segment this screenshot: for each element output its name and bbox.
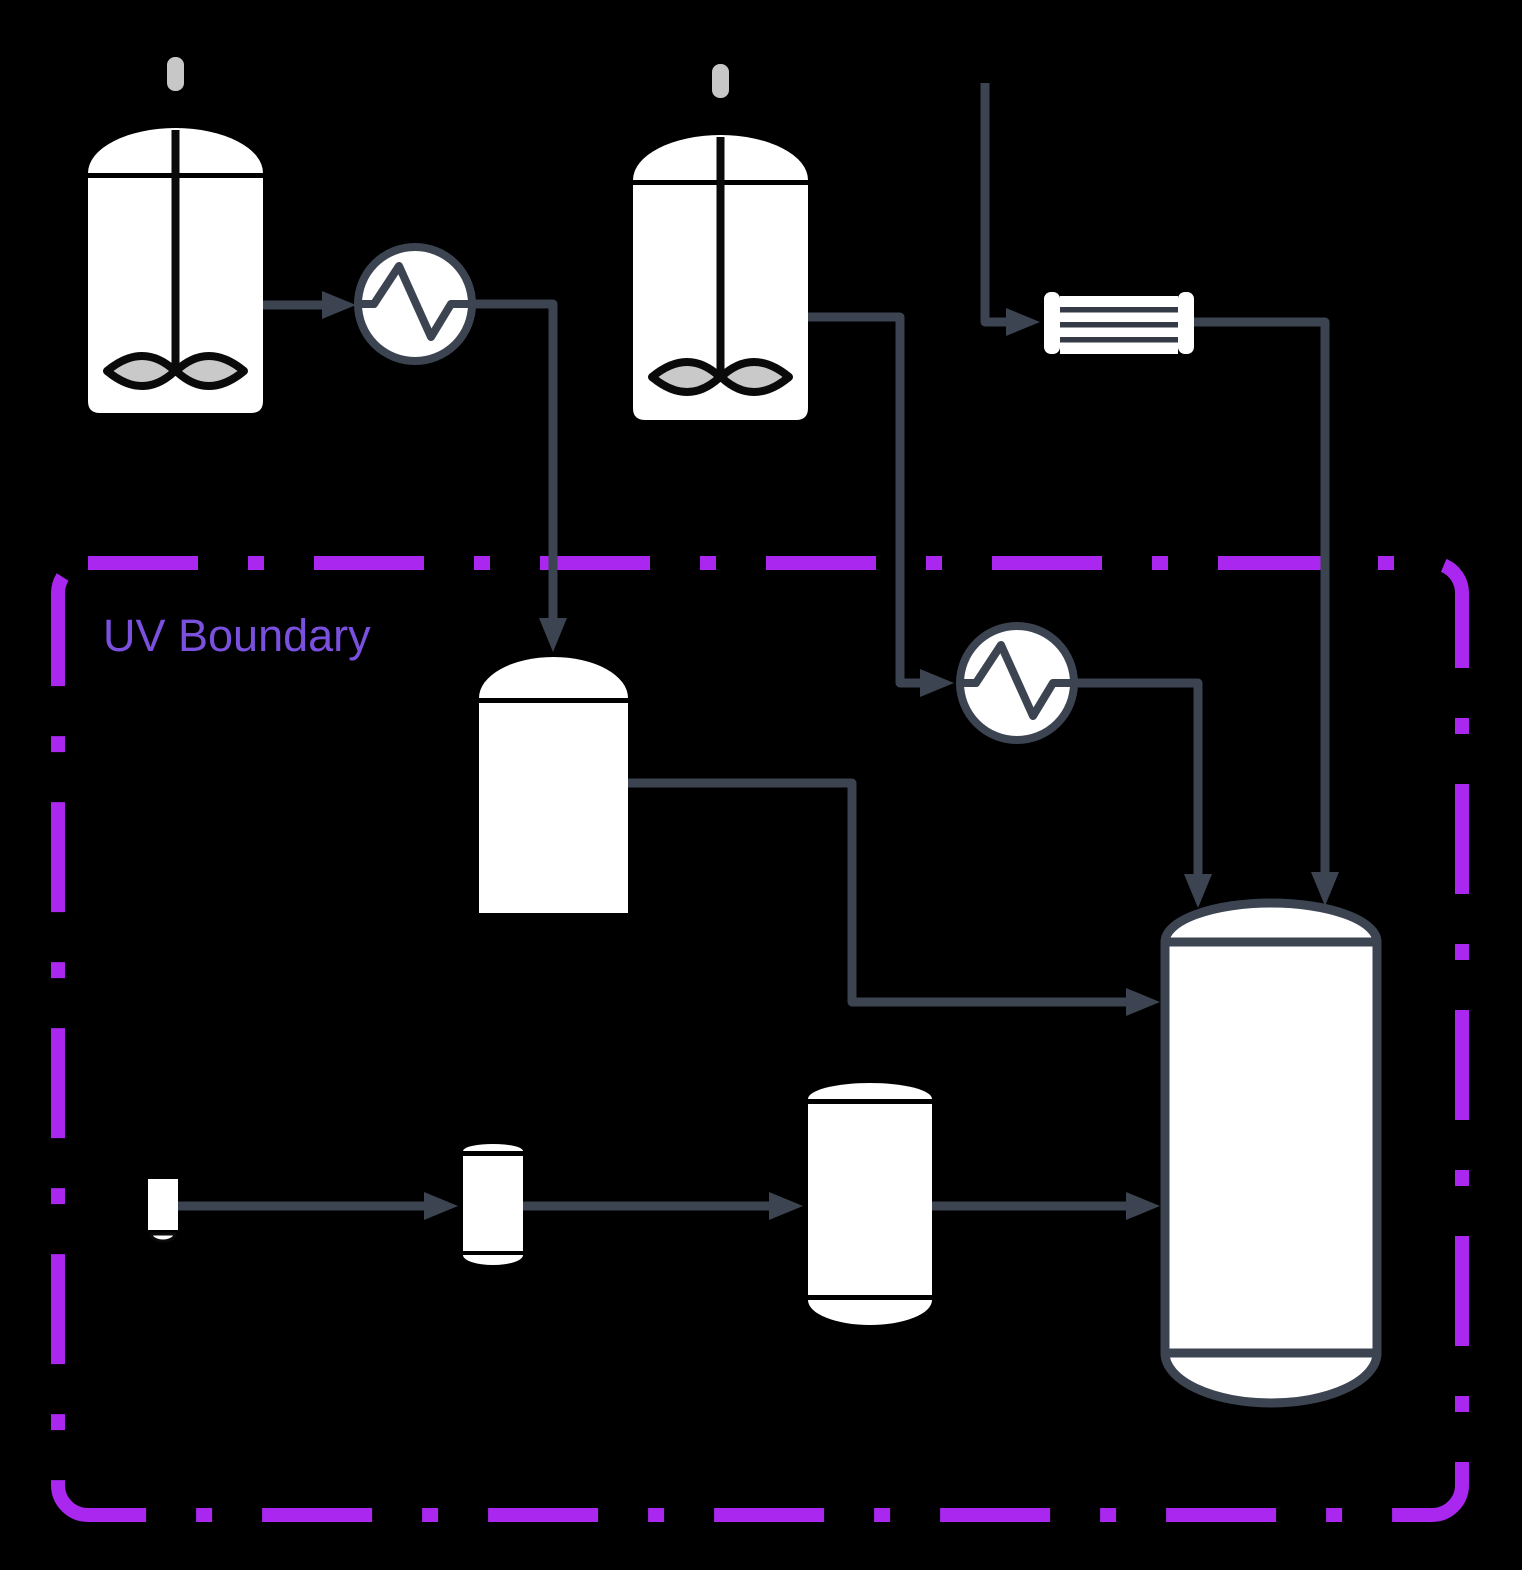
stream-vial-to-small-column xyxy=(178,1192,458,1220)
tube-heat-exchanger[interactable] xyxy=(1044,292,1194,354)
feed-vial-body xyxy=(148,1179,178,1230)
surge-vessel-body xyxy=(479,703,628,913)
uv-boundary-label: UV Boundary xyxy=(103,610,371,661)
collection-tank[interactable] xyxy=(1160,898,1382,1408)
agitator-motor-icon xyxy=(712,64,729,98)
tube-hx-right-cap xyxy=(1178,292,1194,354)
tube-hx-tube-line xyxy=(1060,322,1178,328)
stream-reactor2-to-hx2 xyxy=(808,312,954,697)
medium-column[interactable] xyxy=(808,1083,932,1325)
stream-reactor1-to-hx1 xyxy=(263,291,356,319)
small-column-top-cap xyxy=(463,1144,523,1151)
stream-surge-vessel-to-collection-tank xyxy=(628,778,1160,1016)
heat-exchanger-2[interactable] xyxy=(956,622,1078,744)
stream-feed-to-tube-hx xyxy=(980,83,1040,336)
tube-hx-left-cap xyxy=(1044,292,1060,354)
agitator-motor-icon xyxy=(167,57,184,91)
stream-small-column-to-medium-column xyxy=(523,1192,803,1220)
impeller-blade-left-icon xyxy=(103,352,179,390)
medium-column-top-cap xyxy=(808,1083,932,1099)
heat-exchanger-zigzag-icon xyxy=(358,262,472,341)
stirred-tank-reactor-1[interactable] xyxy=(88,57,263,413)
impeller-blade-right-icon xyxy=(717,358,793,396)
medium-column-body xyxy=(808,1104,932,1295)
uv-boundary-box xyxy=(51,556,1469,1522)
feed-vial[interactable] xyxy=(148,1179,178,1243)
stream-tube-hx-to-collection-tank xyxy=(1194,317,1339,906)
impeller-blade-left-icon xyxy=(648,358,724,396)
tube-hx-tube-line xyxy=(1060,307,1178,313)
medium-column-bottom-cap xyxy=(808,1300,932,1325)
stream-hx2-to-collection-tank xyxy=(1074,678,1212,908)
small-column-bottom-cap xyxy=(463,1255,523,1265)
collection-tank-shell xyxy=(1160,898,1382,1408)
impeller-blade-right-icon xyxy=(172,352,248,390)
tube-hx-tube-line xyxy=(1060,337,1178,343)
small-column[interactable] xyxy=(463,1144,523,1265)
heat-exchanger-1[interactable] xyxy=(354,243,476,365)
heat-exchanger-zigzag-icon xyxy=(960,641,1074,720)
stream-hx1-to-surge-vessel xyxy=(472,299,567,652)
surge-vessel-dome xyxy=(479,656,628,698)
feed-vial-foot xyxy=(149,1232,177,1243)
stream-medium-column-to-collection-tank xyxy=(932,1192,1160,1220)
stirred-tank-reactor-2[interactable] xyxy=(633,64,808,420)
small-column-body xyxy=(463,1156,523,1251)
surge-vessel[interactable] xyxy=(479,656,628,913)
